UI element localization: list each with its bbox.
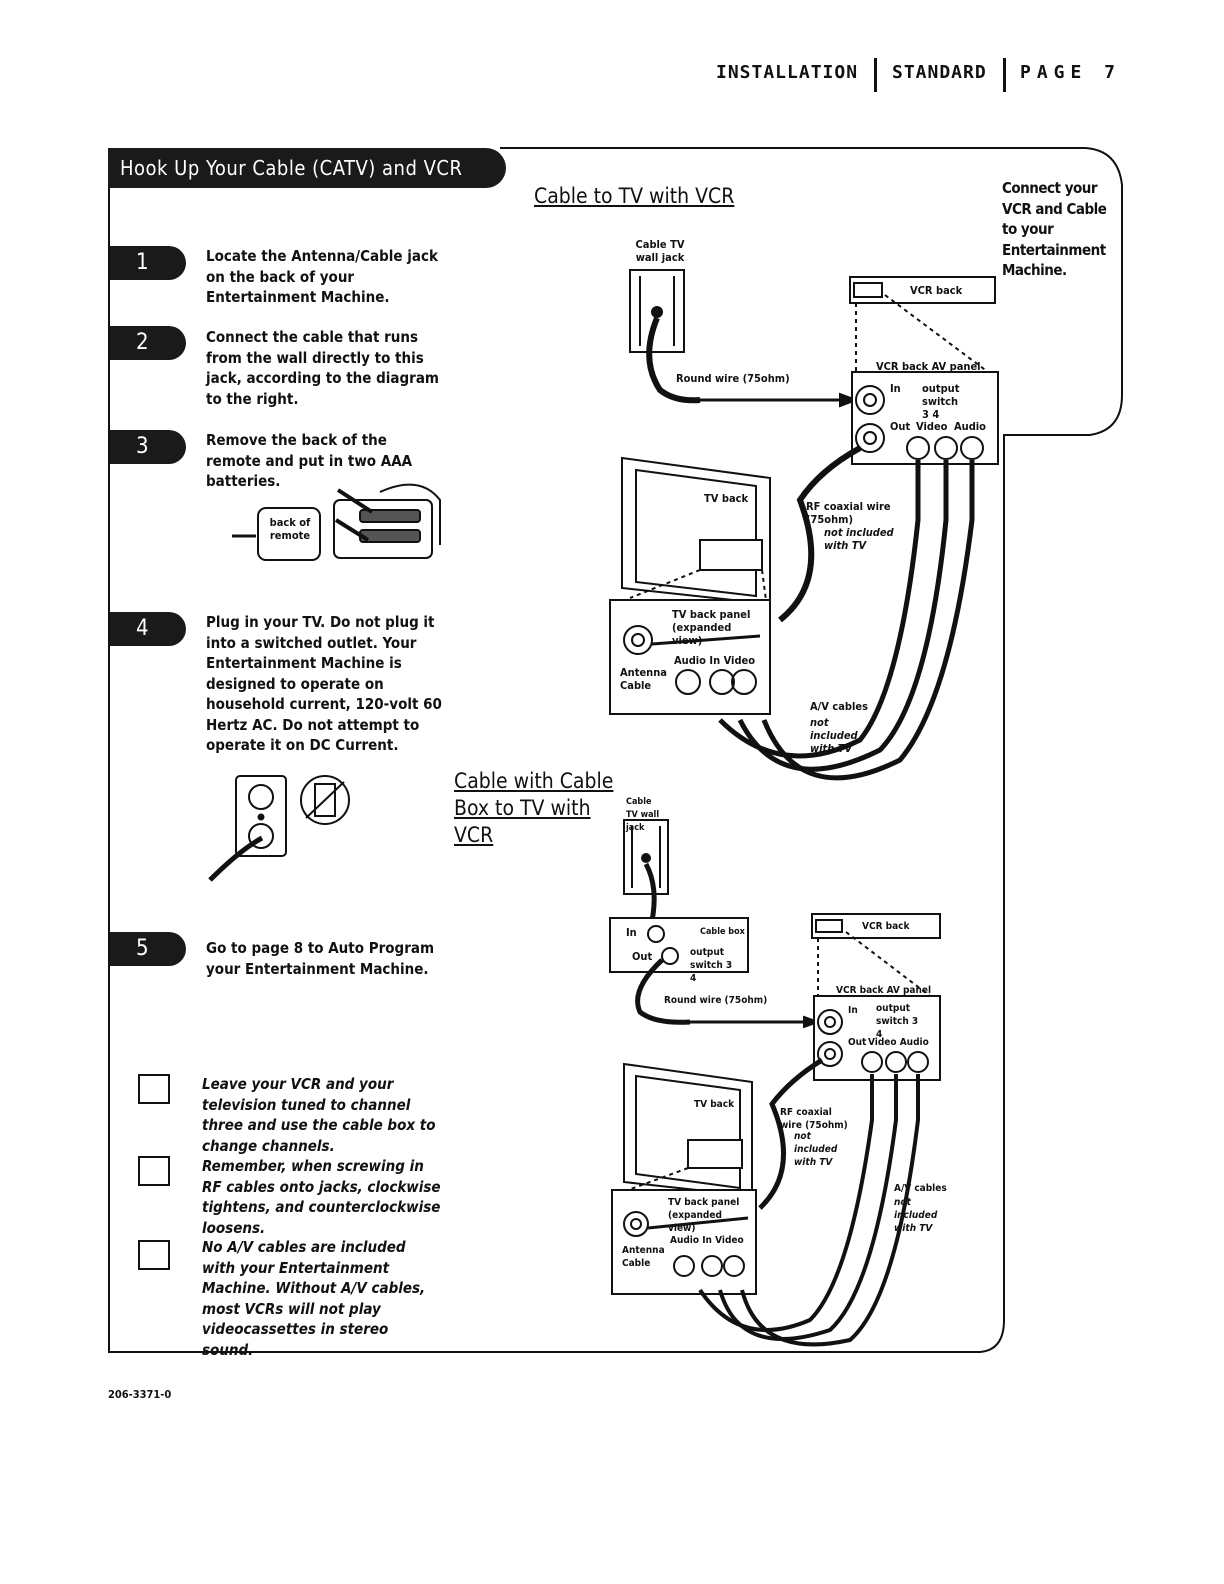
vcr-panel-label: VCR back AV panel	[836, 985, 932, 996]
outlet-illustration	[208, 775, 350, 882]
audio-label: Audio	[954, 420, 986, 433]
vcr-back-label: VCR back	[862, 921, 910, 932]
output-switch-label: output switch 3 4	[690, 947, 733, 984]
av-cables-label: A/V cables	[810, 700, 868, 713]
side-note: Connect your VCR and Cable to your Enter…	[1002, 179, 1107, 279]
step-text: Go to page 8 to Auto Program your Entert…	[206, 939, 435, 978]
vcr-back-label: VCR back	[910, 284, 963, 297]
tv-back-label: TV back	[694, 1099, 735, 1110]
out-label: Out	[848, 1037, 867, 1048]
antenna-label: Antenna Cable	[620, 666, 667, 692]
rf-note: not included with TV	[794, 1131, 838, 1168]
antenna-label: Antenna Cable	[622, 1245, 665, 1269]
in-label: In	[848, 1005, 858, 1016]
header-divider	[1003, 58, 1006, 92]
step-number: 2	[110, 326, 186, 360]
tv-panel-label: TV back panel (expanded view)	[668, 1197, 740, 1234]
tip-face-icon	[138, 1074, 170, 1104]
step-text: Connect the cable that runs from the wal…	[206, 328, 439, 408]
rf-note: not included with TV	[824, 526, 894, 552]
tv-back-label: TV back	[704, 492, 749, 505]
step-text: Plug in your TV. Do not plug it into a s…	[206, 613, 442, 754]
output-switch-label: output switch 3 4	[922, 382, 960, 421]
tv-panel-label: TV back panel (expanded view)	[672, 608, 751, 647]
av-note: not included with TV	[810, 716, 858, 755]
tip-face-icon	[138, 1156, 170, 1186]
diagram1-title: Cable to TV with VCR	[534, 184, 735, 208]
step-number: 1	[110, 246, 186, 280]
warning-face-icon	[138, 1240, 170, 1270]
tip-text: Remember, when screwing in RF cables ont…	[202, 1157, 441, 1237]
header-sub: STANDARD	[892, 62, 987, 83]
rf-wire-label: RF coaxial wire (75ohm)	[780, 1107, 848, 1131]
wall-jack-label: Cable TV wall jack	[635, 238, 685, 264]
video-label: Video	[916, 420, 948, 433]
diagram2-title: Cable with Cable Box to TV with VCR	[454, 769, 614, 847]
audio-in-video-label: Audio In Video	[670, 1235, 744, 1246]
header-divider	[874, 58, 877, 92]
video-audio-label: Video Audio	[868, 1037, 929, 1048]
step-number: 3	[110, 430, 186, 464]
step-text: Remove the back of the remote and put in…	[206, 431, 413, 490]
cable-box-label: Cable box	[700, 927, 745, 937]
out-label: Out	[632, 950, 653, 963]
step-number: 4	[110, 612, 186, 646]
header-section: INSTALLATION	[716, 62, 859, 83]
in-label: In	[626, 926, 637, 939]
tip-text: No A/V cables are included with your Ent…	[202, 1238, 426, 1359]
remote-illustration	[232, 483, 441, 561]
audio-in-video-label: Audio In Video	[674, 654, 756, 667]
remote-label: back of remote	[269, 516, 311, 542]
wall-jack-label: Cable TV wall jack	[626, 797, 660, 833]
step-number: 5	[110, 932, 186, 966]
document-code: 206-3371-0	[108, 1388, 172, 1401]
av-cables-label: A/V cables	[894, 1183, 947, 1194]
in-label: In	[890, 382, 901, 395]
vcr-panel-label: VCR back AV panel	[876, 360, 981, 373]
round-wire-label: Round wire (75ohm)	[676, 372, 790, 385]
av-note: not included with TV	[894, 1197, 938, 1234]
step-text: Locate the Antenna/Cable jack on the bac…	[206, 247, 438, 306]
section-title: Hook Up Your Cable (CATV) and VCR	[108, 148, 506, 188]
out-label: Out	[890, 420, 911, 433]
output-switch-label: output switch 3 4	[876, 1003, 919, 1040]
tip-text: Leave your VCR and your television tuned…	[202, 1075, 436, 1155]
rf-wire-label: RF coaxial wire (75ohm)	[806, 500, 891, 526]
page-number: PAGE 7	[1020, 62, 1122, 83]
round-wire-label: Round wire (75ohm)	[664, 995, 768, 1006]
